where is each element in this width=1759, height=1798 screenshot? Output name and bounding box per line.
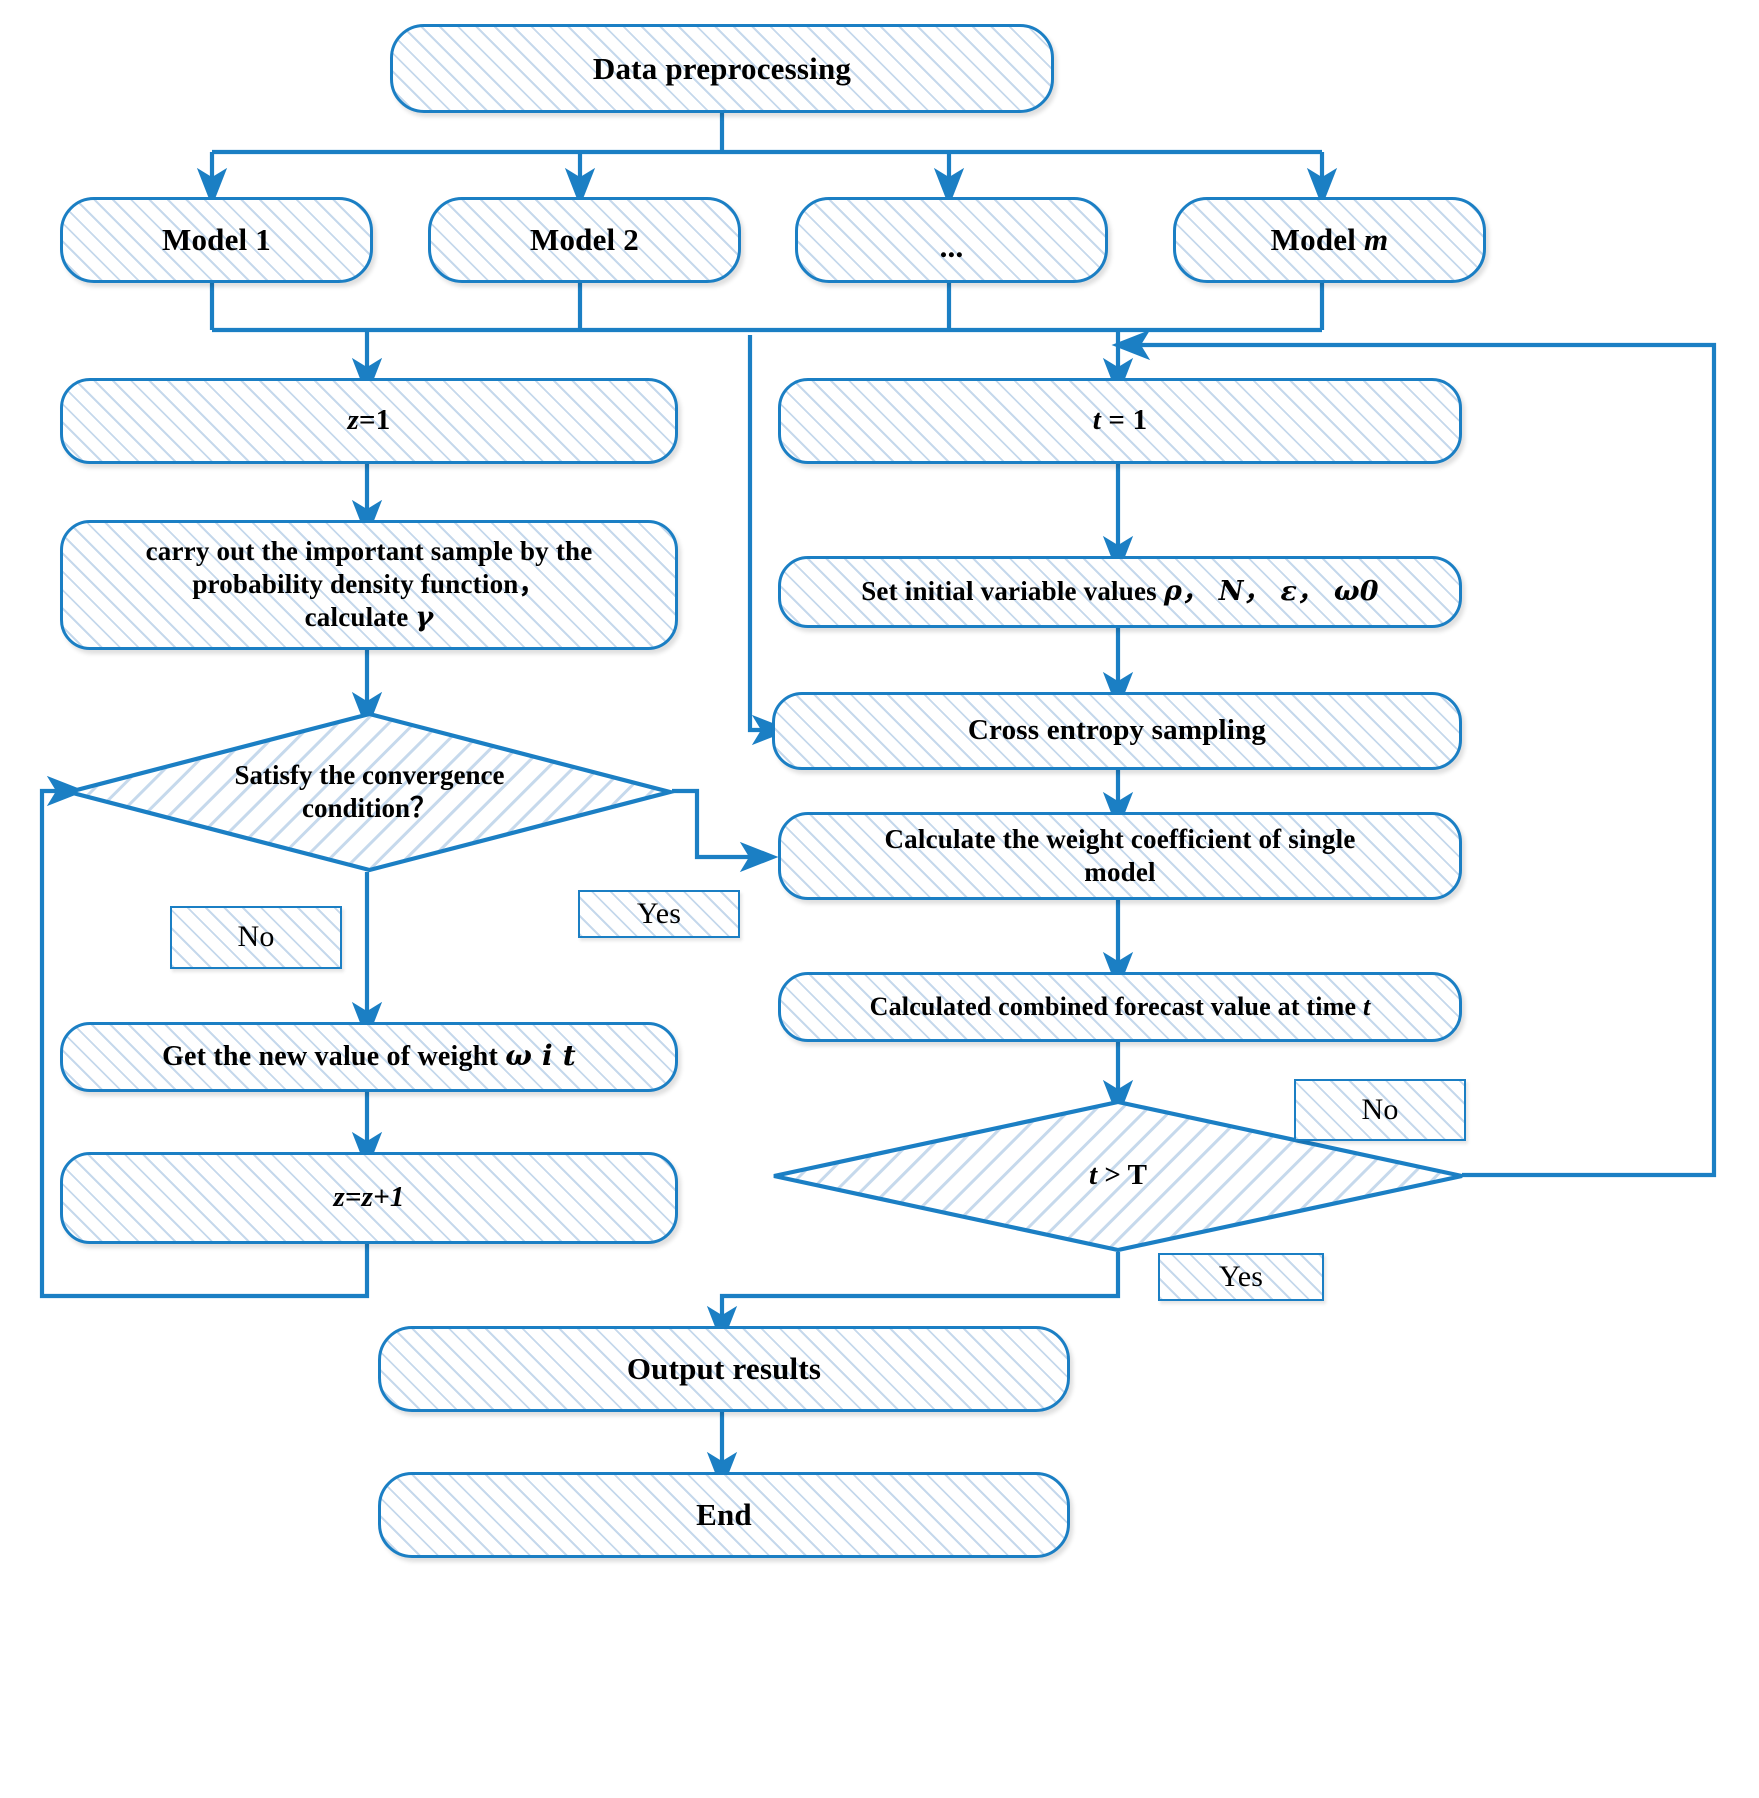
node-label: Data preprocessing [592,50,852,86]
tag-label: No [237,920,275,954]
node-label-line3: calculate γ [305,601,434,635]
label-no-right: No [1294,1079,1466,1141]
node-set-initial-values[interactable]: Set initial variable values ρ， N， ε， ω0 [778,556,1462,628]
node-label: z=1 [348,403,391,438]
node-label: Output results [626,1351,822,1387]
node-label: Model m [1271,221,1389,259]
node-label-var: z [347,404,360,437]
node-z-increment[interactable]: z=z+1 [60,1152,678,1244]
node-end[interactable]: End [378,1472,1070,1558]
node-weight-coefficient[interactable]: Calculate the weight coefficient of sing… [778,812,1462,900]
node-label: Calculated combined forecast value at ti… [870,991,1371,1023]
node-label-line2: probability density function， [192,569,546,600]
node-label-line1: carry out the important sample by the [145,536,593,567]
label-no-left: No [170,906,342,969]
node-cross-entropy-sampling[interactable]: Cross entropy sampling [772,692,1462,770]
node-label-line1: Calculate the weight coefficient of sing… [884,824,1356,855]
node-label-prefix: Set initial variable values [861,576,1164,607]
node-label-var: t [1092,404,1101,437]
node-combined-forecast[interactable]: Calculated combined forecast value at ti… [778,972,1462,1042]
node-t-init[interactable]: t = 1 [778,378,1462,464]
label-yes-right: Yes [1158,1253,1324,1301]
omega-symbol: ω i t [505,1039,576,1073]
label-yes-left: Yes [578,890,740,938]
greek-symbols: ρ， N， ε， ω0 [1163,576,1379,608]
node-label: Get the new value of weight ω i t [162,1039,576,1074]
node-data-preprocessing[interactable]: Data preprocessing [390,24,1054,113]
node-label: Cross entropy sampling [967,714,1267,747]
node-label: Set initial variable values ρ， N， ε， ω0 [861,575,1379,609]
node-label: t = 1 [1093,403,1148,438]
node-label: End [696,1497,752,1533]
node-label: ... [939,229,964,265]
node-get-new-weight[interactable]: Get the new value of weight ω i t [60,1022,678,1092]
node-model-2[interactable]: Model 2 [428,197,741,283]
node-label-line2: model [1084,857,1156,887]
node-z-init[interactable]: z=1 [60,378,678,464]
node-important-sample[interactable]: carry out the important sample by the pr… [60,520,678,650]
node-label-var: m [1364,222,1389,258]
node-label-rest: =1 [359,404,391,437]
node-model-1[interactable]: Model 1 [60,197,373,283]
tag-label: Yes [1218,1259,1264,1293]
node-label-var: t [1362,992,1371,1022]
gamma-symbol: γ [415,601,434,633]
node-label: Model 2 [529,222,640,258]
node-label-rest: = 1 [1100,404,1148,437]
node-label: Model 1 [161,222,272,258]
node-model-ellipsis[interactable]: ... [795,197,1108,283]
node-label-prefix: Model [1270,222,1364,258]
node-convergence-decision[interactable]: Satisfy the convergence condition？ [60,711,679,873]
node-output-results[interactable]: Output results [378,1326,1070,1412]
node-label: z=z+1 [333,1181,405,1214]
tag-label: Yes [636,896,682,930]
node-model-m[interactable]: Model m [1173,197,1486,283]
node-label-line3-prefix: calculate [304,601,416,632]
tag-label: No [1361,1092,1399,1126]
node-label-prefix: Get the new value of weight [162,1041,506,1073]
node-label-prefix: Calculated combined forecast value at ti… [869,992,1363,1022]
